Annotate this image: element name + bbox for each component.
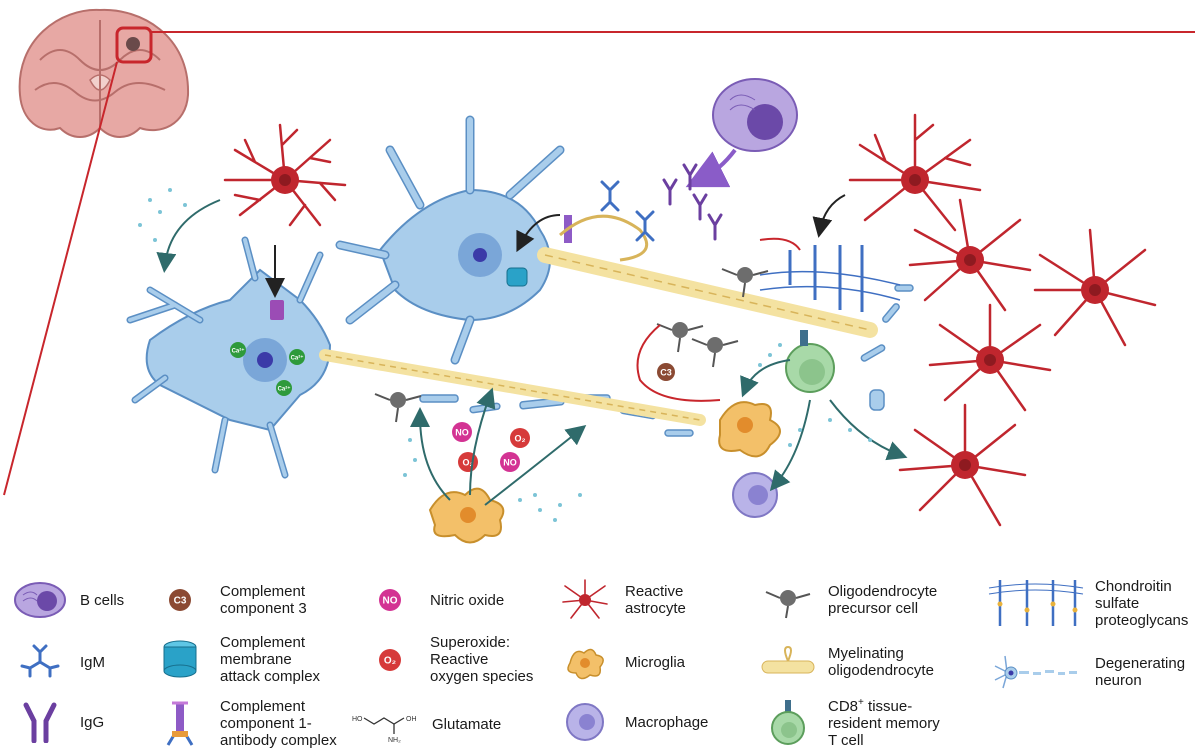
superoxide-molecule: O₂ bbox=[510, 428, 530, 448]
svg-text:NO: NO bbox=[503, 458, 517, 468]
reactive-astrocyte bbox=[848, 113, 982, 232]
antibody-cluster bbox=[600, 163, 723, 242]
degenerating-neuron-icon bbox=[985, 650, 1085, 694]
cd8-t-cell-icon bbox=[758, 699, 818, 745]
reactive-astrocyte bbox=[223, 123, 347, 227]
opc bbox=[721, 267, 769, 298]
opc-icon bbox=[758, 578, 818, 622]
pathology-scene: Ca²⁺ Ca²⁺ Ca²⁺ bbox=[3, 8, 1195, 544]
reactive-astrocyte-icon bbox=[555, 578, 615, 622]
cspg-icon bbox=[985, 579, 1085, 626]
igm-icon bbox=[10, 640, 70, 684]
legend-item-myelinating: Myelinating oligodendrocyte bbox=[758, 640, 934, 684]
superoxide-molecule: O₂ bbox=[458, 452, 478, 472]
calcium-ion: Ca²⁺ bbox=[289, 349, 305, 365]
reactive-astrocyte bbox=[1033, 228, 1157, 347]
svg-text:C3: C3 bbox=[660, 368, 672, 378]
legend-item-superoxide: O₂ Superoxide: Reactive oxygen species bbox=[360, 634, 533, 685]
legend-item-cd8: CD8+ tissue- resident memory T cell bbox=[758, 694, 940, 749]
cd8-t-cell bbox=[785, 330, 835, 393]
microglia bbox=[718, 401, 781, 458]
reactive-astrocyte bbox=[908, 198, 1032, 312]
myelinating-oligodendrocyte-icon bbox=[758, 640, 818, 684]
legend-item-c3: C3 Complement component 3 bbox=[150, 578, 307, 622]
microglia bbox=[428, 487, 505, 544]
legend-item-degenerating-neuron: Degenerating neuron bbox=[985, 650, 1185, 694]
legend-item-b-cells: B cells bbox=[10, 578, 124, 622]
legend-item-c1: Complement component 1- antibody complex bbox=[150, 698, 337, 749]
legend-item-igm: IgM bbox=[10, 640, 105, 684]
complement-mac-channel bbox=[506, 267, 528, 287]
degenerating-neuron-left: Ca²⁺ Ca²⁺ Ca²⁺ bbox=[126, 236, 706, 479]
svg-text:NO: NO bbox=[455, 428, 469, 438]
legend-item-microglia: Microglia bbox=[555, 640, 685, 684]
nitric-oxide-icon: NO bbox=[360, 578, 420, 622]
nitric-oxide-molecule: NO bbox=[452, 422, 472, 442]
legend: B cells IgM IgG C3 Complement component … bbox=[0, 560, 1200, 752]
c1-complex-icon bbox=[150, 701, 210, 746]
legend-item-opc: Oligodendrocyte precursor cell bbox=[758, 578, 937, 622]
glutamate-receptor bbox=[270, 300, 284, 320]
reactive-astrocyte bbox=[898, 403, 1027, 527]
c3-molecule: C3 bbox=[657, 363, 675, 381]
superoxide-icon: O₂ bbox=[360, 638, 420, 682]
neuron-center bbox=[335, 115, 878, 365]
glutamate-icon: HO OH NH₂ bbox=[350, 702, 422, 746]
legend-item-reactive-astrocyte: Reactive astrocyte bbox=[555, 578, 686, 622]
svg-text:Ca²⁺: Ca²⁺ bbox=[291, 355, 304, 362]
svg-text:C3: C3 bbox=[174, 596, 187, 607]
opc bbox=[374, 392, 422, 423]
secreted-molecules bbox=[138, 188, 872, 522]
microglia-icon bbox=[555, 640, 615, 684]
svg-text:O₂: O₂ bbox=[515, 434, 526, 444]
b-cell-icon bbox=[10, 578, 70, 622]
c3-icon: C3 bbox=[150, 578, 210, 622]
legend-item-igg: IgG bbox=[10, 700, 104, 744]
svg-text:OH: OH bbox=[406, 716, 417, 723]
opc bbox=[656, 322, 704, 353]
calcium-ion: Ca²⁺ bbox=[276, 380, 292, 396]
svg-text:NO: NO bbox=[383, 596, 398, 607]
zoom-line-left bbox=[3, 61, 118, 496]
reactive-astrocyte bbox=[928, 303, 1052, 412]
legend-item-macrophage: Macrophage bbox=[555, 700, 708, 744]
cspg-cluster bbox=[759, 245, 901, 312]
legend-item-mac: Complement membrane attack complex bbox=[150, 634, 320, 685]
svg-text:Ca²⁺: Ca²⁺ bbox=[278, 386, 291, 393]
svg-text:NH₂: NH₂ bbox=[388, 737, 401, 744]
igg-icon bbox=[10, 700, 70, 744]
macrophage-icon bbox=[555, 700, 615, 744]
opc bbox=[691, 337, 739, 368]
b-cell-scene bbox=[685, 78, 798, 188]
nitric-oxide-molecule: NO bbox=[500, 452, 520, 472]
macrophage bbox=[732, 472, 778, 518]
svg-text:O₂: O₂ bbox=[463, 458, 474, 468]
svg-text:HO: HO bbox=[352, 716, 363, 723]
mac-channel-icon bbox=[150, 638, 210, 682]
legend-item-cspg: Chondroitin sulfate proteoglycans bbox=[985, 578, 1188, 629]
svg-text:O₂: O₂ bbox=[384, 655, 396, 666]
legend-item-glutamate: HO OH NH₂ Glutamate bbox=[350, 702, 501, 746]
brain-section-illustration bbox=[18, 8, 190, 138]
lesion-highlight-box bbox=[115, 26, 153, 64]
svg-text:Ca²⁺: Ca²⁺ bbox=[232, 348, 245, 355]
legend-item-nitric-oxide: NO Nitric oxide bbox=[360, 578, 504, 622]
calcium-ion: Ca²⁺ bbox=[230, 342, 246, 358]
